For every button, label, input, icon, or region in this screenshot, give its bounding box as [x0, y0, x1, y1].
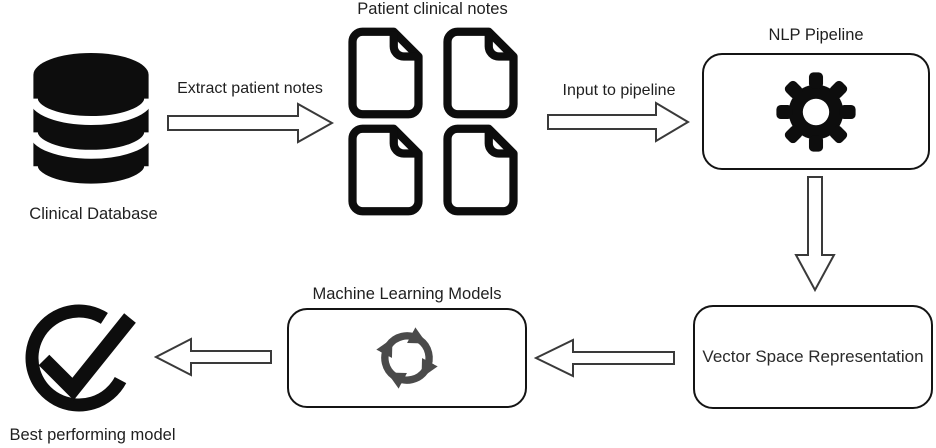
- ml-models-box: [287, 308, 527, 408]
- arrow-right-icon: [167, 102, 334, 144]
- patient-notes-group: [347, 27, 519, 216]
- cycle-arrows-icon: [376, 327, 438, 389]
- nlp-pipeline-box: [702, 53, 930, 170]
- gear-icon: [776, 71, 856, 152]
- arrow-down-icon: [794, 176, 836, 292]
- document-icon: [348, 27, 423, 119]
- database-icon: [28, 52, 154, 193]
- document-icon: [348, 124, 423, 216]
- input-to-pipeline-label: Input to pipeline: [562, 82, 676, 99]
- nlp-pipeline-label: NLP Pipeline: [768, 26, 864, 44]
- document-icon: [443, 27, 518, 119]
- arrow-left-icon: [534, 338, 675, 378]
- extract-patient-notes-label: Extract patient notes: [177, 80, 323, 97]
- arrow-right-icon: [547, 101, 690, 143]
- vector-space-label: Vector Space Representation: [702, 347, 924, 366]
- ml-models-label: Machine Learning Models: [312, 285, 502, 303]
- patient-clinical-notes-label: Patient clinical notes: [357, 0, 508, 18]
- clinical-database-label: Clinical Database: [29, 205, 158, 223]
- best-performing-model-label: Best performing model: [9, 426, 176, 444]
- vector-space-box: Vector Space Representation: [693, 305, 933, 409]
- check-circle-icon: [25, 304, 136, 412]
- arrow-left-icon: [154, 337, 272, 377]
- document-icon: [443, 124, 518, 216]
